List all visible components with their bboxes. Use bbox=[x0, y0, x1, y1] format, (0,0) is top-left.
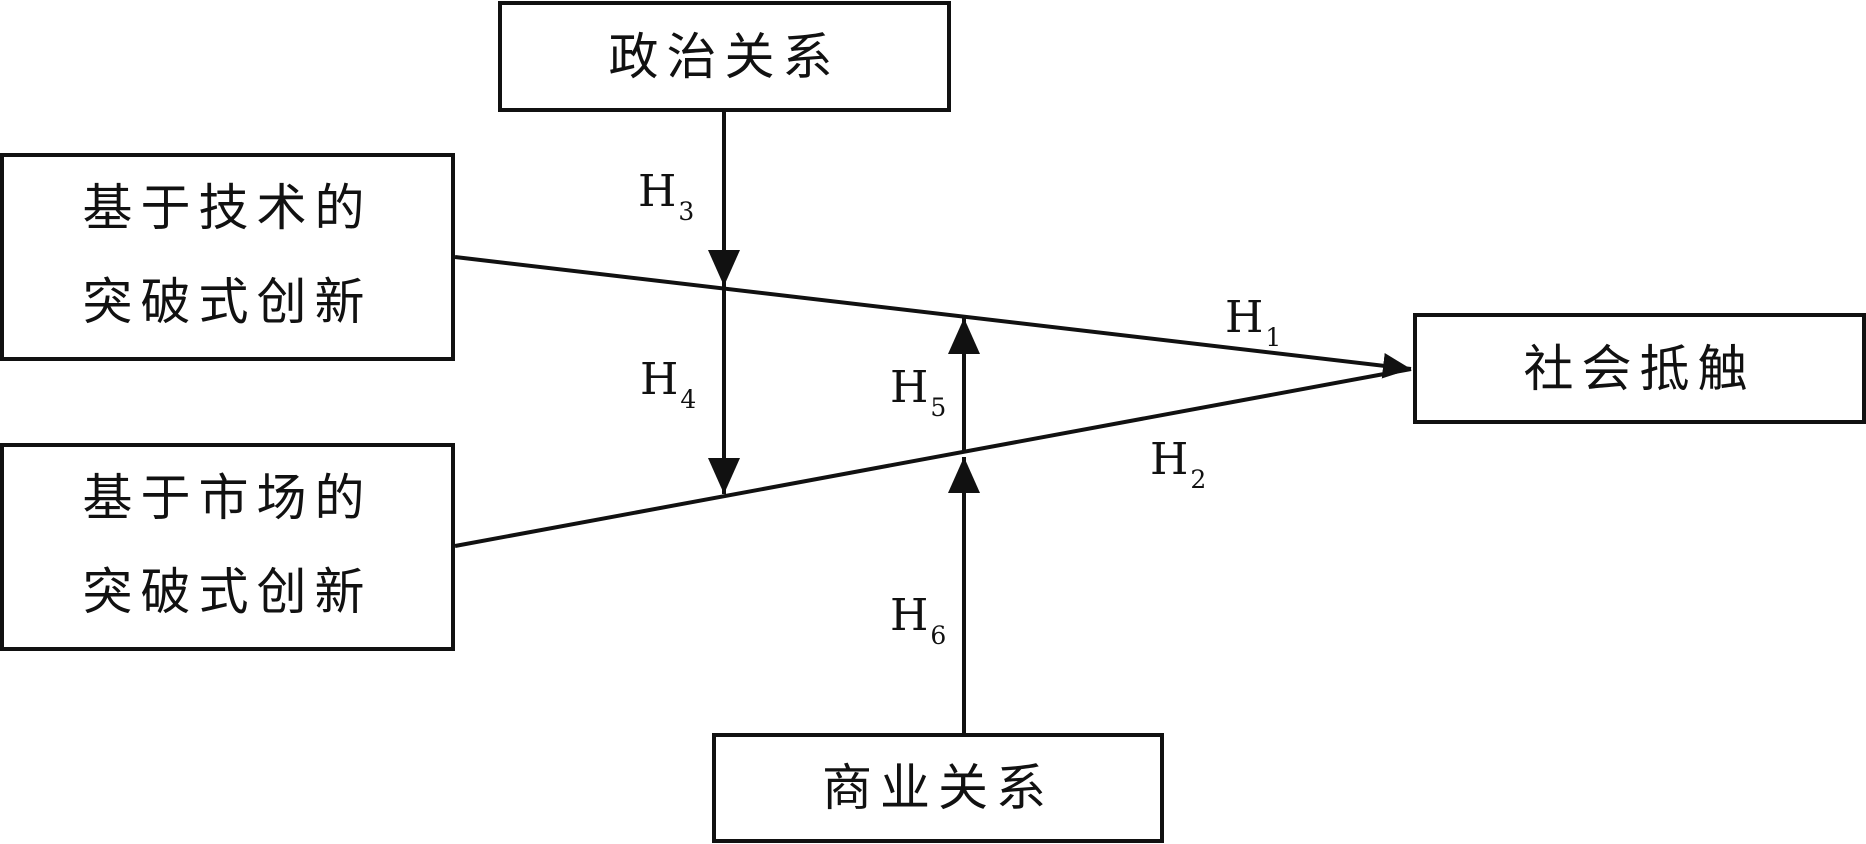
political-relations-label: 政治关系 bbox=[608, 27, 841, 86]
hypothesis-h3-index: 3 bbox=[678, 197, 695, 226]
hypothesis-h4-index: 4 bbox=[680, 385, 697, 414]
hypothesis-h3-label: H3 bbox=[638, 170, 694, 225]
political-relations-box: 政治关系 bbox=[498, 1, 951, 112]
hypothesis-h2-letter: H bbox=[1150, 434, 1189, 485]
hypothesis-h5-label: H5 bbox=[890, 366, 946, 421]
hypothesis-h4-letter: H bbox=[640, 354, 679, 405]
tech-innovation-box: 基于技术的 突破式创新 bbox=[0, 153, 455, 361]
market-innovation-label-line-1: 基于市场的 bbox=[82, 469, 373, 527]
social-resistance-box: 社会抵触 bbox=[1413, 313, 1866, 424]
market-innovation-box: 基于市场的 突破式创新 bbox=[0, 443, 455, 651]
hypothesis-h2-label: H2 bbox=[1150, 438, 1206, 493]
tech-innovation-label-line-2: 突破式创新 bbox=[82, 273, 373, 331]
hypothesis-h2-index: 2 bbox=[1190, 465, 1207, 494]
hypothesis-h1-letter: H bbox=[1225, 292, 1264, 343]
social-resistance-label: 社会抵触 bbox=[1523, 339, 1756, 398]
business-relations-box: 商业关系 bbox=[712, 733, 1164, 843]
hypothesis-h4-label: H4 bbox=[640, 358, 696, 413]
hypothesis-h1-index: 1 bbox=[1265, 323, 1282, 352]
hypothesis-h6-label: H6 bbox=[890, 594, 946, 649]
edge-h1 bbox=[454, 255, 1412, 379]
hypothesis-h3-letter: H bbox=[638, 166, 677, 217]
edge-h2 bbox=[454, 367, 1412, 548]
tech-innovation-label-line-1: 基于技术的 bbox=[82, 179, 373, 237]
hypothesis-h5-letter: H bbox=[890, 362, 929, 413]
business-relations-label: 商业关系 bbox=[822, 759, 1054, 817]
hypothesis-h6-index: 6 bbox=[930, 621, 947, 650]
hypothesis-h1-label: H1 bbox=[1225, 296, 1281, 351]
hypothesis-h5-index: 5 bbox=[930, 393, 947, 422]
hypothesis-h6-letter: H bbox=[890, 590, 929, 641]
market-innovation-label-line-2: 突破式创新 bbox=[82, 563, 373, 621]
